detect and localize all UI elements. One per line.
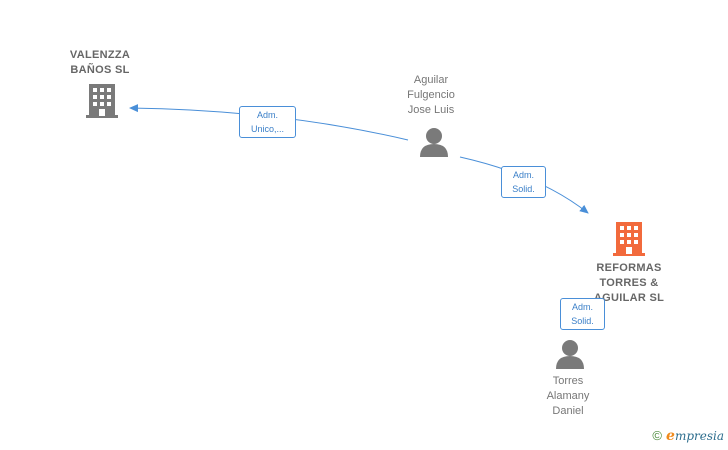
building-icon[interactable] xyxy=(86,83,118,119)
empresia-logo[interactable]: ©empresia xyxy=(652,428,724,444)
edge-label-torres-reformas[interactable]: Adm. Solid. xyxy=(560,298,605,330)
edge-label-aguilar-valenzza[interactable]: Adm. Unico,... xyxy=(239,106,296,138)
brand-name: mpresia xyxy=(674,429,724,443)
person-icon[interactable] xyxy=(418,127,450,157)
node-label-valenzza: VALENZZA BAÑOS SL xyxy=(69,49,131,76)
node-label-reformas: REFORMAS TORRES & AGUILAR SL xyxy=(593,262,665,304)
edge-label-aguilar-reformas[interactable]: Adm. Solid. xyxy=(501,166,546,198)
copyright-icon: © xyxy=(652,428,663,443)
person-icon[interactable] xyxy=(554,339,586,369)
brand-initial: e xyxy=(666,428,675,444)
building-icon[interactable] xyxy=(613,221,645,257)
node-label-aguilar: Aguilar Fulgencio Jose Luis xyxy=(407,74,455,116)
node-label-torres: Torres Alamany Daniel xyxy=(546,375,590,417)
